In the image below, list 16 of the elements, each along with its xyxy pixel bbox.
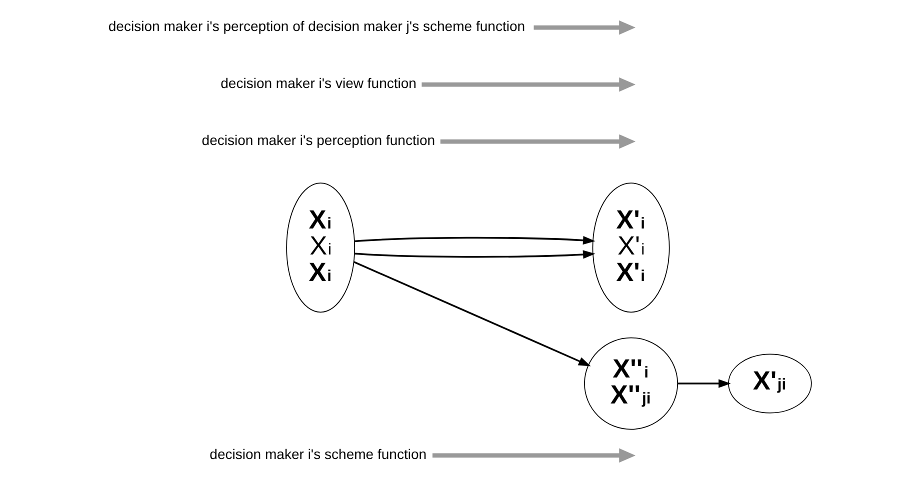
node-text: decision maker i's scheme function (210, 446, 427, 462)
node-text: decision maker i's view function (220, 74, 416, 91)
arrow (354, 250, 596, 259)
node-ellipse: Xi Xi Xi (286, 182, 356, 313)
node-ellipse: X'i X'i X'i (592, 182, 670, 313)
arrow (354, 236, 596, 245)
arrow (422, 77, 636, 92)
arrow (534, 20, 636, 35)
node-ellipse: X'ji (728, 354, 812, 414)
arrow (354, 261, 591, 366)
node-circle: X''i X''ji (584, 337, 678, 430)
node-text: decision maker i's perception function (202, 132, 436, 148)
arrow (432, 448, 636, 463)
node-text: decision maker i's perception of decision maker j's scheme function (108, 18, 526, 34)
arrow (678, 379, 731, 388)
arrow (440, 134, 636, 149)
